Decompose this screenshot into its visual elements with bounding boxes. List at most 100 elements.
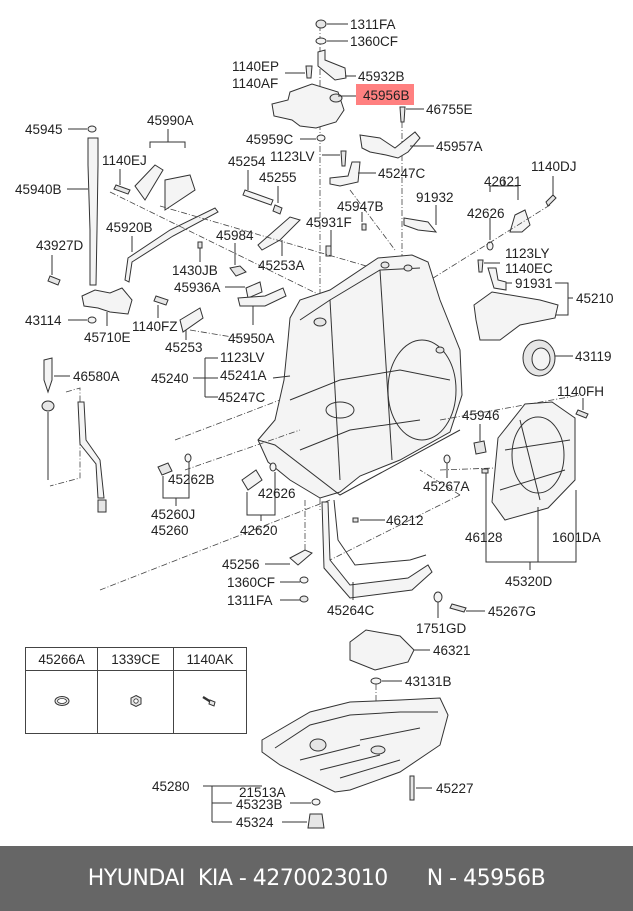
label-45931f[interactable]: 45931F [306, 215, 352, 230]
label-1123lv-mid[interactable]: 1123LV [220, 350, 265, 365]
clip-45247c-part[interactable] [329, 161, 361, 187]
bolt-45984-part[interactable] [229, 265, 247, 277]
drain-plug-45324-part[interactable] [307, 813, 325, 829]
label-46212[interactable]: 46212 [386, 513, 424, 528]
bolt-45227-part[interactable] [409, 775, 415, 801]
mount-bracket-45210-part[interactable] [473, 291, 559, 341]
nut-1311fa-part[interactable] [315, 19, 327, 29]
label-42626[interactable]: 42626 [467, 206, 505, 221]
label-1140af[interactable]: 1140AF [232, 76, 278, 91]
label-46128[interactable]: 46128 [465, 530, 503, 545]
label-45247c-mid[interactable]: 45247C [218, 390, 266, 405]
label-45255[interactable]: 45255 [259, 170, 297, 185]
bolt-1140fh-part[interactable] [575, 409, 589, 419]
plug-45260j-part[interactable] [157, 462, 173, 476]
o-ring-42626-lower-part[interactable] [269, 462, 277, 472]
plate-45253-part[interactable] [179, 307, 204, 333]
label-45984[interactable]: 45984 [216, 228, 254, 243]
dipstick-46580a-part[interactable] [43, 357, 53, 394]
nut-1311fa-lower-part[interactable] [299, 595, 309, 603]
washer-1360cf-lower-part[interactable] [299, 576, 309, 584]
label-45940b[interactable]: 45940B [15, 182, 62, 197]
label-46755e[interactable]: 46755E [426, 102, 473, 117]
label-45267g[interactable]: 45267G [488, 604, 536, 619]
pin-45254-part[interactable] [242, 189, 274, 206]
oil-pipe-45264c-part[interactable] [321, 501, 433, 599]
label-45920b[interactable]: 45920B [106, 220, 153, 235]
label-45946[interactable]: 45946 [462, 408, 500, 423]
label-1140ep[interactable]: 1140EP [232, 59, 279, 74]
dipstick-tube-part[interactable] [77, 401, 105, 499]
bolt-45267g-part[interactable] [449, 603, 467, 613]
label-45945[interactable]: 45945 [25, 122, 63, 137]
o-ring-42626-part[interactable] [486, 241, 494, 251]
label-45280[interactable]: 45280 [152, 779, 190, 794]
label-1311fa[interactable]: 1311FA [350, 17, 396, 32]
label-45256[interactable]: 45256 [222, 557, 260, 572]
label-43927d[interactable]: 43927D [36, 238, 84, 253]
washer-1751gd-part[interactable] [433, 591, 443, 603]
bracket-45957a-part[interactable] [359, 131, 421, 159]
detent-lever-45253a-part[interactable] [257, 216, 301, 251]
o-ring-45262b-part[interactable] [184, 453, 192, 463]
label-45254[interactable]: 45254 [228, 154, 266, 169]
bolt-1140dj-part[interactable] [545, 194, 557, 207]
label-42620[interactable]: 42620 [240, 523, 278, 538]
label-45710e[interactable]: 45710E [84, 330, 131, 345]
inhibitor-switch-45956b-part[interactable] [271, 83, 345, 129]
o-ring-43131b-part[interactable] [370, 677, 382, 685]
plug-45947b-part[interactable] [361, 223, 367, 231]
bolt-46755e-part[interactable] [399, 106, 406, 123]
bolt-1140ep-part[interactable] [305, 65, 313, 79]
label-45950a[interactable]: 45950A [228, 331, 275, 346]
label-45260j[interactable]: 45260J [151, 507, 195, 522]
label-45990a[interactable]: 45990A [147, 113, 194, 128]
bracket-45256-part[interactable] [289, 549, 313, 566]
label-42626-mid[interactable]: 42626 [258, 486, 296, 501]
plug-45946-part[interactable] [473, 440, 487, 455]
label-45241a[interactable]: 45241A [220, 368, 267, 383]
label-45957a[interactable]: 45957A [436, 139, 483, 154]
label-1140ec[interactable]: 1140EC [505, 261, 553, 276]
label-45324[interactable]: 45324 [236, 815, 274, 830]
label-45323b[interactable]: 45323B [236, 797, 283, 812]
washer-1360cf-part[interactable] [315, 37, 327, 45]
label-45253[interactable]: 45253 [165, 340, 203, 355]
plug-46212-part[interactable] [352, 517, 359, 523]
oil-filter-46321-part[interactable] [349, 629, 415, 671]
pin-45931f-part[interactable] [325, 245, 332, 257]
label-1311fa-lower[interactable]: 1311FA [227, 593, 273, 608]
clip-91931-part[interactable] [487, 267, 507, 291]
label-45947b[interactable]: 45947B [337, 199, 384, 214]
o-ring-45267a-part[interactable] [443, 454, 451, 464]
bolt-43927d-part[interactable] [47, 275, 61, 286]
bolt-1123lv-part[interactable] [340, 150, 347, 167]
label-1601da[interactable]: 1601DA [552, 530, 601, 545]
label-1123lv[interactable]: 1123LV [270, 149, 315, 164]
label-45267a[interactable]: 45267A [423, 479, 470, 494]
label-45320d[interactable]: 45320D [505, 574, 553, 589]
label-43131b[interactable]: 43131B [405, 674, 452, 689]
label-45936a[interactable]: 45936A [174, 280, 221, 295]
label-91932[interactable]: 91932 [416, 190, 454, 205]
label-91931[interactable]: 91931 [515, 276, 553, 291]
o-ring-43114-part[interactable] [87, 316, 97, 324]
o-ring-45945-part[interactable] [87, 125, 97, 133]
rear-cover-45320d-part[interactable] [491, 401, 576, 521]
label-1123ly[interactable]: 1123LY [505, 246, 550, 261]
bracket-45950a-part[interactable] [237, 287, 287, 307]
label-21513a[interactable]: 21513A [239, 785, 286, 800]
gasket-45323b-part[interactable] [311, 798, 321, 806]
label-45247c[interactable]: 45247C [378, 166, 426, 181]
label-1360cf-lower[interactable]: 1360CF [227, 575, 275, 590]
label-45956b-highlighted[interactable]: 45956B [363, 88, 410, 103]
label-45262b[interactable]: 45262B [168, 472, 215, 487]
spring-45255-part[interactable] [272, 204, 283, 215]
manual-shaft-45940b-part[interactable] [87, 137, 99, 286]
label-42621[interactable]: 42621 [484, 174, 522, 189]
label-1140ej[interactable]: 1140EJ [102, 153, 147, 168]
speed-sensor-42621-part[interactable] [509, 209, 531, 233]
label-43119[interactable]: 43119 [575, 349, 612, 364]
manual-lever-45710e-part[interactable] [81, 287, 133, 315]
oil-pan-45280-part[interactable] [261, 697, 449, 793]
